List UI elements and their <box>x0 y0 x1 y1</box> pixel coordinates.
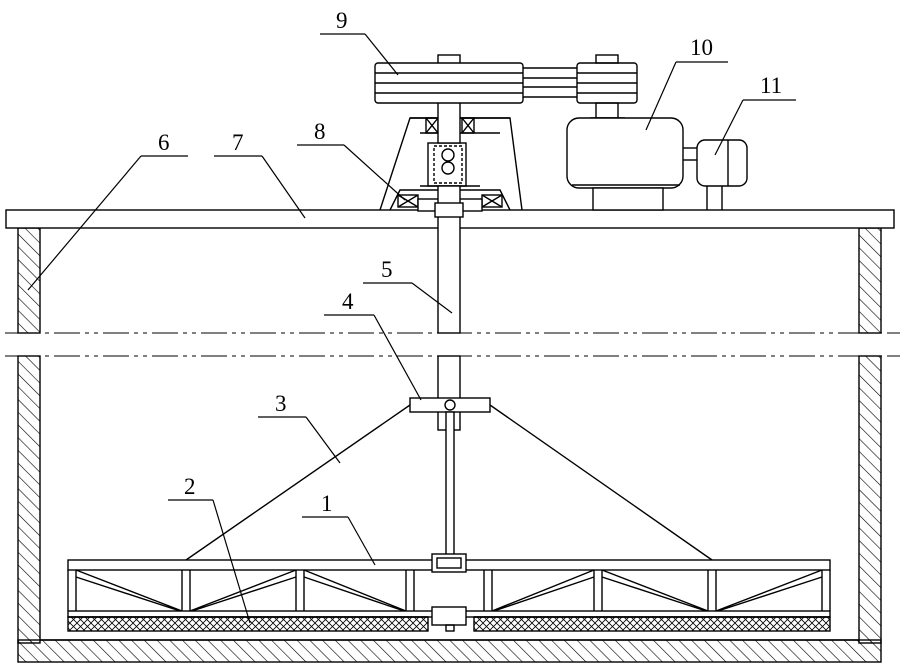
tank-wall-right <box>858 227 882 644</box>
label-9: 9 <box>336 8 348 33</box>
label-5: 5 <box>381 257 393 282</box>
break-lines <box>5 332 900 357</box>
label-10: 10 <box>690 35 713 60</box>
label-2: 2 <box>184 474 196 499</box>
label-7: 7 <box>232 130 244 155</box>
label-8: 8 <box>314 119 326 144</box>
label-3: 3 <box>275 391 287 416</box>
label-1: 1 <box>321 491 333 516</box>
tank-wall-left <box>17 227 41 644</box>
scraper-blades <box>67 616 831 632</box>
label-11: 11 <box>760 73 782 98</box>
label-6: 6 <box>158 130 170 155</box>
scraper-truss <box>67 553 831 632</box>
reducer <box>696 139 748 210</box>
hub <box>409 397 491 563</box>
motor <box>566 117 697 211</box>
main-shaft <box>434 54 464 431</box>
leader-lines <box>27 33 796 624</box>
tank-bottom <box>17 639 882 663</box>
label-4: 4 <box>342 289 354 314</box>
pulley-belt <box>374 54 638 119</box>
part-labels: 9 10 11 8 7 6 5 4 3 2 1 <box>158 8 782 516</box>
